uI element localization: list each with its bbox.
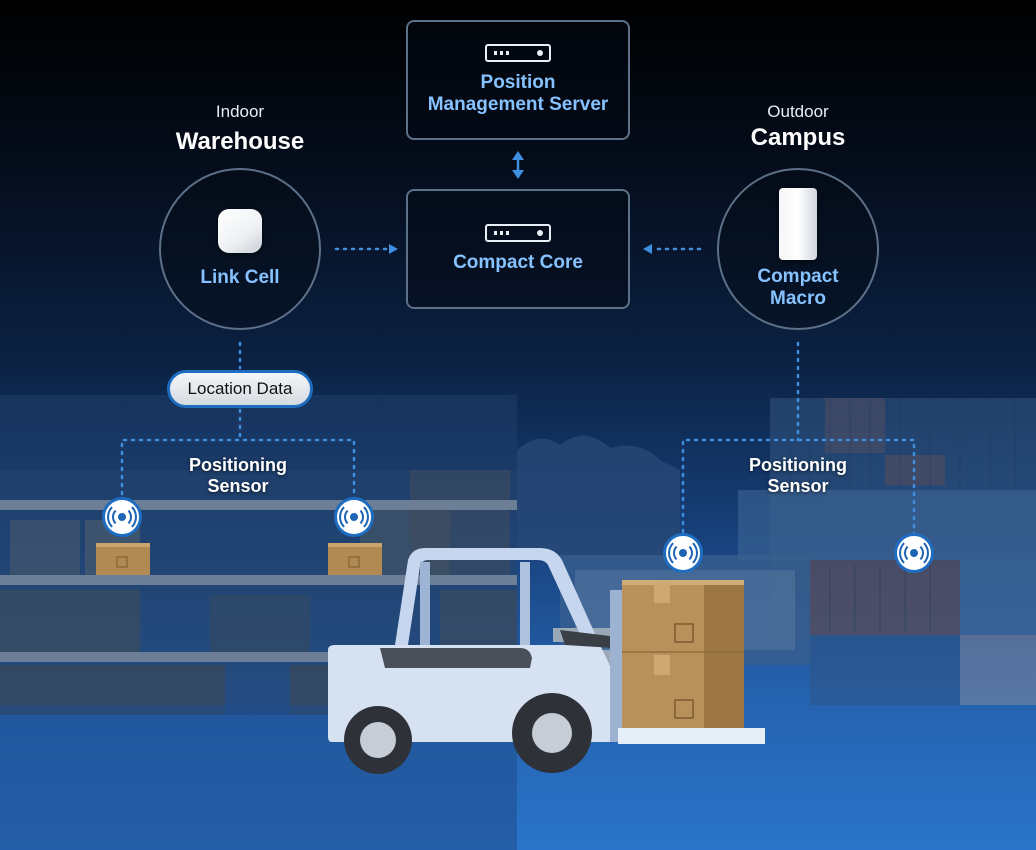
warehouse-shelving xyxy=(0,470,517,715)
positioning-sensor-icon xyxy=(663,533,703,573)
compact-core-node: Compact Core xyxy=(406,189,630,309)
connector-lines xyxy=(120,247,916,542)
indoor-positioning-sensor-label: Positioning Sensor xyxy=(189,455,287,496)
indoor-subtitle: Indoor xyxy=(215,102,265,121)
forklift-illustration xyxy=(328,548,765,774)
position-management-server-label: Position Management Server xyxy=(427,72,609,115)
positioning-sensor-icon xyxy=(102,497,142,537)
link-cell-node: Link Cell xyxy=(159,168,321,330)
compact-core-label: Compact Core xyxy=(453,252,583,273)
outdoor-subtitle: Outdoor xyxy=(767,102,829,121)
positioning-sensor-icon xyxy=(334,497,374,537)
compact-macro-label: Compact Macro xyxy=(757,266,839,309)
campus-title: Campus xyxy=(750,124,846,151)
warehouse-title: Warehouse xyxy=(175,128,305,155)
compact-macro-node: Compact Macro xyxy=(717,168,879,330)
link-cell-label: Link Cell xyxy=(200,267,280,288)
positioning-sensor-icon xyxy=(894,533,934,573)
location-data-badge: Location Data xyxy=(167,370,313,408)
compact-macro-device-icon xyxy=(779,188,817,260)
position-management-server-node: Position Management Server xyxy=(406,20,630,140)
link-cell-device-icon xyxy=(218,209,262,253)
outdoor-positioning-sensor-label: Positioning Sensor xyxy=(749,455,847,496)
server-icon xyxy=(485,224,551,242)
bidirectional-arrow-icon xyxy=(512,151,524,179)
server-icon xyxy=(485,44,551,62)
arrow-heads xyxy=(389,244,652,254)
